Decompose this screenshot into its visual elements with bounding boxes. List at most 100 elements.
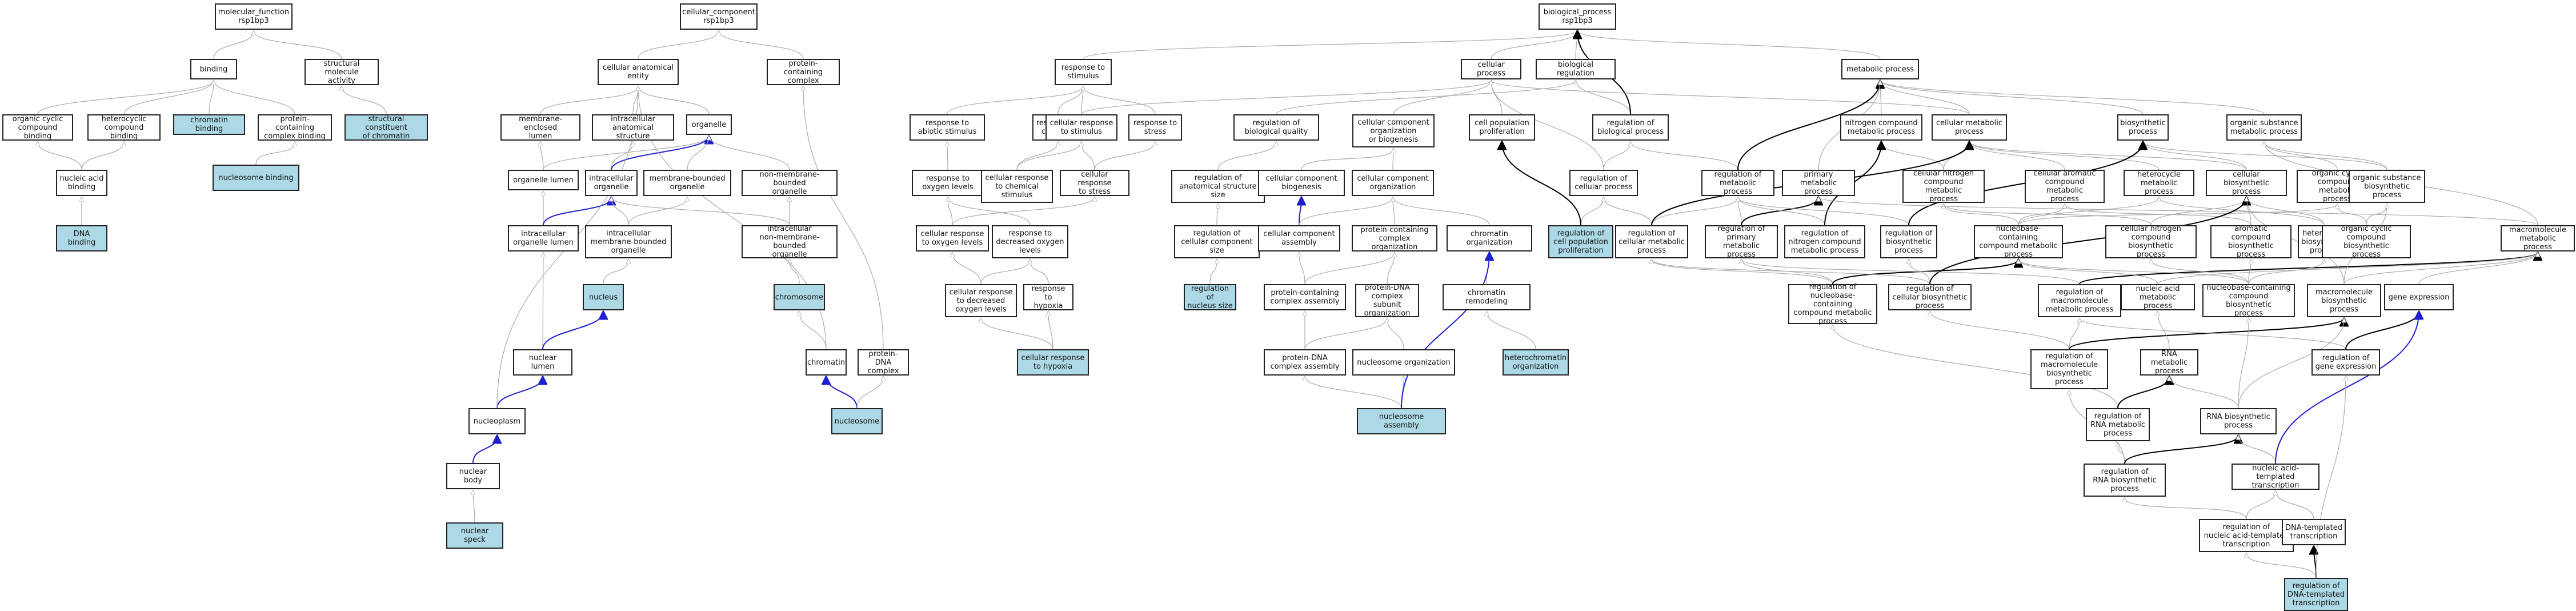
go-term-nucleus[interactable]: nucleus — [583, 284, 624, 310]
go-term-org-sub-met[interactable]: organic substance metabolic process — [2226, 114, 2302, 141]
go-term-macro-met[interactable]: macromolecule metabolic process — [2501, 225, 2575, 251]
go-term-rt-dec-oxy[interactable]: response to decreased oxygen levels — [992, 225, 1068, 258]
go-term-nuc-body[interactable]: nuclear body — [446, 463, 500, 489]
go-term-binding[interactable]: binding — [190, 59, 237, 79]
go-term-nucl-assembly[interactable]: nucleosome assembly — [1357, 408, 1446, 434]
go-term-cell-pop-prolif[interactable]: cell population proliferation — [1469, 114, 1535, 141]
go-term-rt-stress[interactable]: response to stress — [1128, 114, 1182, 141]
go-term-nucl-bind[interactable]: nucleosome binding — [213, 165, 299, 191]
go-term-struct-const[interactable]: structural constituent of chromatin — [344, 114, 428, 141]
go-term-cr-dec-oxy[interactable]: cellular response to decreased oxygen le… — [945, 284, 1017, 317]
go-term-pcc-org[interactable]: protein-containing complex organization — [1352, 225, 1437, 251]
go-term-reg-bio-qual[interactable]: regulation of biological quality — [1233, 114, 1319, 141]
go-term-nbc-met[interactable]: nucleobase-containing compound metabolic… — [1974, 225, 2063, 259]
go-term-het-met[interactable]: heterocycle metabolic process — [2124, 170, 2194, 196]
go-term-nucleosome[interactable]: nucleosome — [831, 408, 883, 434]
go-term-ic-mb-org[interactable]: intracellular membrane-bounded organelle — [585, 225, 672, 258]
go-term-nbc-bio[interactable]: nucleobase-containing compound biosynthe… — [2202, 283, 2295, 318]
go-term-rt-abiotic[interactable]: response to abiotic stimulus — [910, 114, 985, 141]
go-term-cell-met[interactable]: cellular metabolic process — [1932, 114, 2007, 141]
go-term-nucl-org[interactable]: nucleosome organization — [1352, 349, 1455, 376]
go-term-reg-cell-bio[interactable]: regulation of cellular biosynthetic proc… — [1888, 284, 1972, 310]
go-term-reg-gene-expr[interactable]: regulation of gene expression — [2311, 349, 2380, 376]
go-term-na-bind[interactable]: nucleic acid binding — [56, 170, 107, 196]
go-term-cae[interactable]: cellular anatomical entity — [598, 59, 679, 85]
go-term-bio-reg[interactable]: biological regulation — [1536, 59, 1616, 79]
go-term-chromosome[interactable]: chromosome — [774, 284, 825, 310]
go-term-reg-rna-bio[interactable]: regulation of RNA biosynthetic process — [2084, 464, 2166, 497]
go-term-nuc-speck[interactable]: nuclear speck — [446, 522, 503, 549]
go-term-ias[interactable]: intracellular anatomical structure — [592, 114, 674, 141]
go-term-na-trans[interactable]: nucleic acid-templated transcription — [2232, 464, 2319, 490]
go-term-rt-hypoxia[interactable]: response to hypoxia — [1023, 284, 1073, 310]
go-term-reg-macro-bio[interactable]: regulation of macromolecule biosynthetic… — [2030, 349, 2108, 389]
go-term-struct-mol[interactable]: structural molecule activity — [305, 59, 379, 85]
go-term-nucleoplasm[interactable]: nucleoplasm — [468, 408, 526, 434]
go-term-chrom-bind[interactable]: chromatin binding — [173, 114, 245, 135]
go-term-arom-bio[interactable]: aromatic compound biosynthetic process — [2210, 225, 2291, 259]
go-term-na-met[interactable]: nucleic acid metabolic process — [2121, 284, 2195, 310]
go-term-mf[interactable]: molecular_function rsp1bp3 — [215, 3, 293, 30]
go-term-cc-biogen[interactable]: cellular component biogenesis — [1258, 170, 1345, 196]
go-term-gene-expr[interactable]: gene expression — [2384, 284, 2454, 310]
go-term-reg-met[interactable]: regulation of metabolic process — [1701, 170, 1774, 196]
go-term-reg-na-trans[interactable]: regulation of nucleic acid-templated tra… — [2199, 519, 2294, 552]
go-term-chrom-org[interactable]: chromatin organization — [1447, 225, 1532, 251]
go-term-bp[interactable]: biological_process rsp1bp3 — [1539, 3, 1616, 30]
go-term-ic-nmb-org[interactable]: intracellular non-membrane-bounded organ… — [742, 225, 838, 259]
go-term-pcc[interactable]: protein-containing complex — [767, 59, 840, 85]
go-term-reg-dna-trans[interactable]: regulation of DNA-templated transcriptio… — [2284, 578, 2348, 611]
go-term-rna-met[interactable]: RNA metabolic process — [2140, 349, 2198, 376]
go-term-ic-org[interactable]: intracellular organelle — [585, 170, 638, 196]
go-term-cc-org[interactable]: cellular component organization — [1352, 170, 1434, 196]
go-term-dna-bind[interactable]: DNA binding — [56, 225, 107, 251]
go-term-reg-cell-proc[interactable]: regulation of cellular process — [1569, 170, 1638, 196]
go-term-prim-met[interactable]: primary metabolic process — [1782, 170, 1855, 196]
go-term-pcc-assembly[interactable]: protein-containing complex assembly — [1264, 284, 1346, 310]
go-term-org-sub-bio[interactable]: organic substance biosynthetic process — [2349, 170, 2425, 203]
go-term-cr-chem[interactable]: cellular response to chemical stimulus — [981, 170, 1053, 203]
go-term-cell-nc-bio[interactable]: cellular nitrogen compound biosynthetic … — [2105, 225, 2197, 259]
go-term-reg-nbc-met[interactable]: regulation of nucleobase-containing comp… — [1788, 283, 1877, 326]
go-term-het-org[interactable]: heterochromatin organization — [1503, 349, 1569, 376]
go-term-reg-macro-met[interactable]: regulation of macromolecule metabolic pr… — [2038, 284, 2121, 317]
go-term-met-proc[interactable]: metabolic process — [1841, 59, 1919, 79]
go-term-rt-oxy[interactable]: response to oxygen levels — [912, 170, 984, 196]
go-term-cr-stress[interactable]: cellular response to stress — [1060, 170, 1129, 196]
go-term-organelle[interactable]: organelle — [686, 114, 732, 135]
go-term-org-cyc-bio[interactable]: organic cyclic compound biosynthetic pro… — [2322, 225, 2411, 259]
go-term-rts[interactable]: response to stimulus — [1055, 59, 1112, 85]
go-term-biosyn[interactable]: biosynthetic process — [2117, 114, 2169, 141]
go-term-cc-assembly[interactable]: cellular component assembly — [1258, 225, 1340, 251]
go-term-nc-met[interactable]: nitrogen compound metabolic process — [1840, 114, 1922, 141]
go-term-rna-bio[interactable]: RNA biosynthetic process — [2200, 408, 2277, 434]
go-term-org-lumen[interactable]: organelle lumen — [508, 170, 579, 190]
go-term-chrom-remod[interactable]: chromatin remodeling — [1443, 284, 1531, 310]
go-term-reg-cpp[interactable]: regulation of cell population proliferat… — [1548, 225, 1613, 258]
go-term-chromatin[interactable]: chromatin — [806, 349, 847, 376]
go-term-reg-nc-met[interactable]: regulation of nitrogen compound metaboli… — [1784, 225, 1865, 258]
go-term-nuc-lumen[interactable]: nuclear lumen — [513, 349, 572, 376]
go-term-reg-rna-met[interactable]: regulation of RNA metabolic process — [2086, 408, 2150, 441]
go-term-cell-nc-met[interactable]: cellular nitrogen compound metabolic pro… — [1902, 169, 1985, 203]
go-term-pdna-sub-org[interactable]: protein-DNA complex subunit organization — [1355, 283, 1419, 318]
go-term-nmb-org[interactable]: non-membrane-bounded organelle — [742, 170, 838, 196]
go-term-org-cyc-bind[interactable]: organic cyclic compound binding — [2, 114, 73, 141]
go-term-reg-nuc-size[interactable]: regulation of nucleus size — [1184, 284, 1236, 310]
go-term-cell-biosyn[interactable]: cellular biosynthetic process — [2206, 170, 2287, 196]
go-term-cell-proc[interactable]: cellular process — [1461, 59, 1521, 79]
go-term-reg-cc-size[interactable]: regulation of cellular component size — [1174, 225, 1260, 258]
go-term-reg-bio-proc[interactable]: regulation of biological process — [1592, 114, 1669, 141]
go-term-cr-hypoxia[interactable]: cellular response to hypoxia — [1017, 349, 1089, 376]
go-term-pdna-cplx[interactable]: protein-DNA complex — [858, 349, 909, 376]
go-term-reg-biosyn[interactable]: regulation of biosynthetic process — [1880, 225, 1937, 258]
go-term-cell-rts[interactable]: cellular response to stimulus — [1045, 114, 1117, 141]
go-term-het-bind[interactable]: heterocyclic compound binding — [87, 114, 161, 141]
go-term-cco-bio[interactable]: cellular component organization or bioge… — [1352, 114, 1435, 147]
go-term-macro-bio[interactable]: macromolecule biosynthetic process — [2307, 284, 2381, 317]
go-term-pdna-assembly[interactable]: protein-DNA complex assembly — [1264, 349, 1346, 376]
go-term-memb-lumen[interactable]: membrane-enclosed lumen — [500, 114, 580, 141]
go-term-ic-org-lumen[interactable]: intracellular organelle lumen — [508, 225, 579, 251]
go-term-cr-oxy[interactable]: cellular response to oxygen levels — [916, 225, 989, 251]
go-term-mb-org[interactable]: membrane-bounded organelle — [643, 170, 731, 196]
